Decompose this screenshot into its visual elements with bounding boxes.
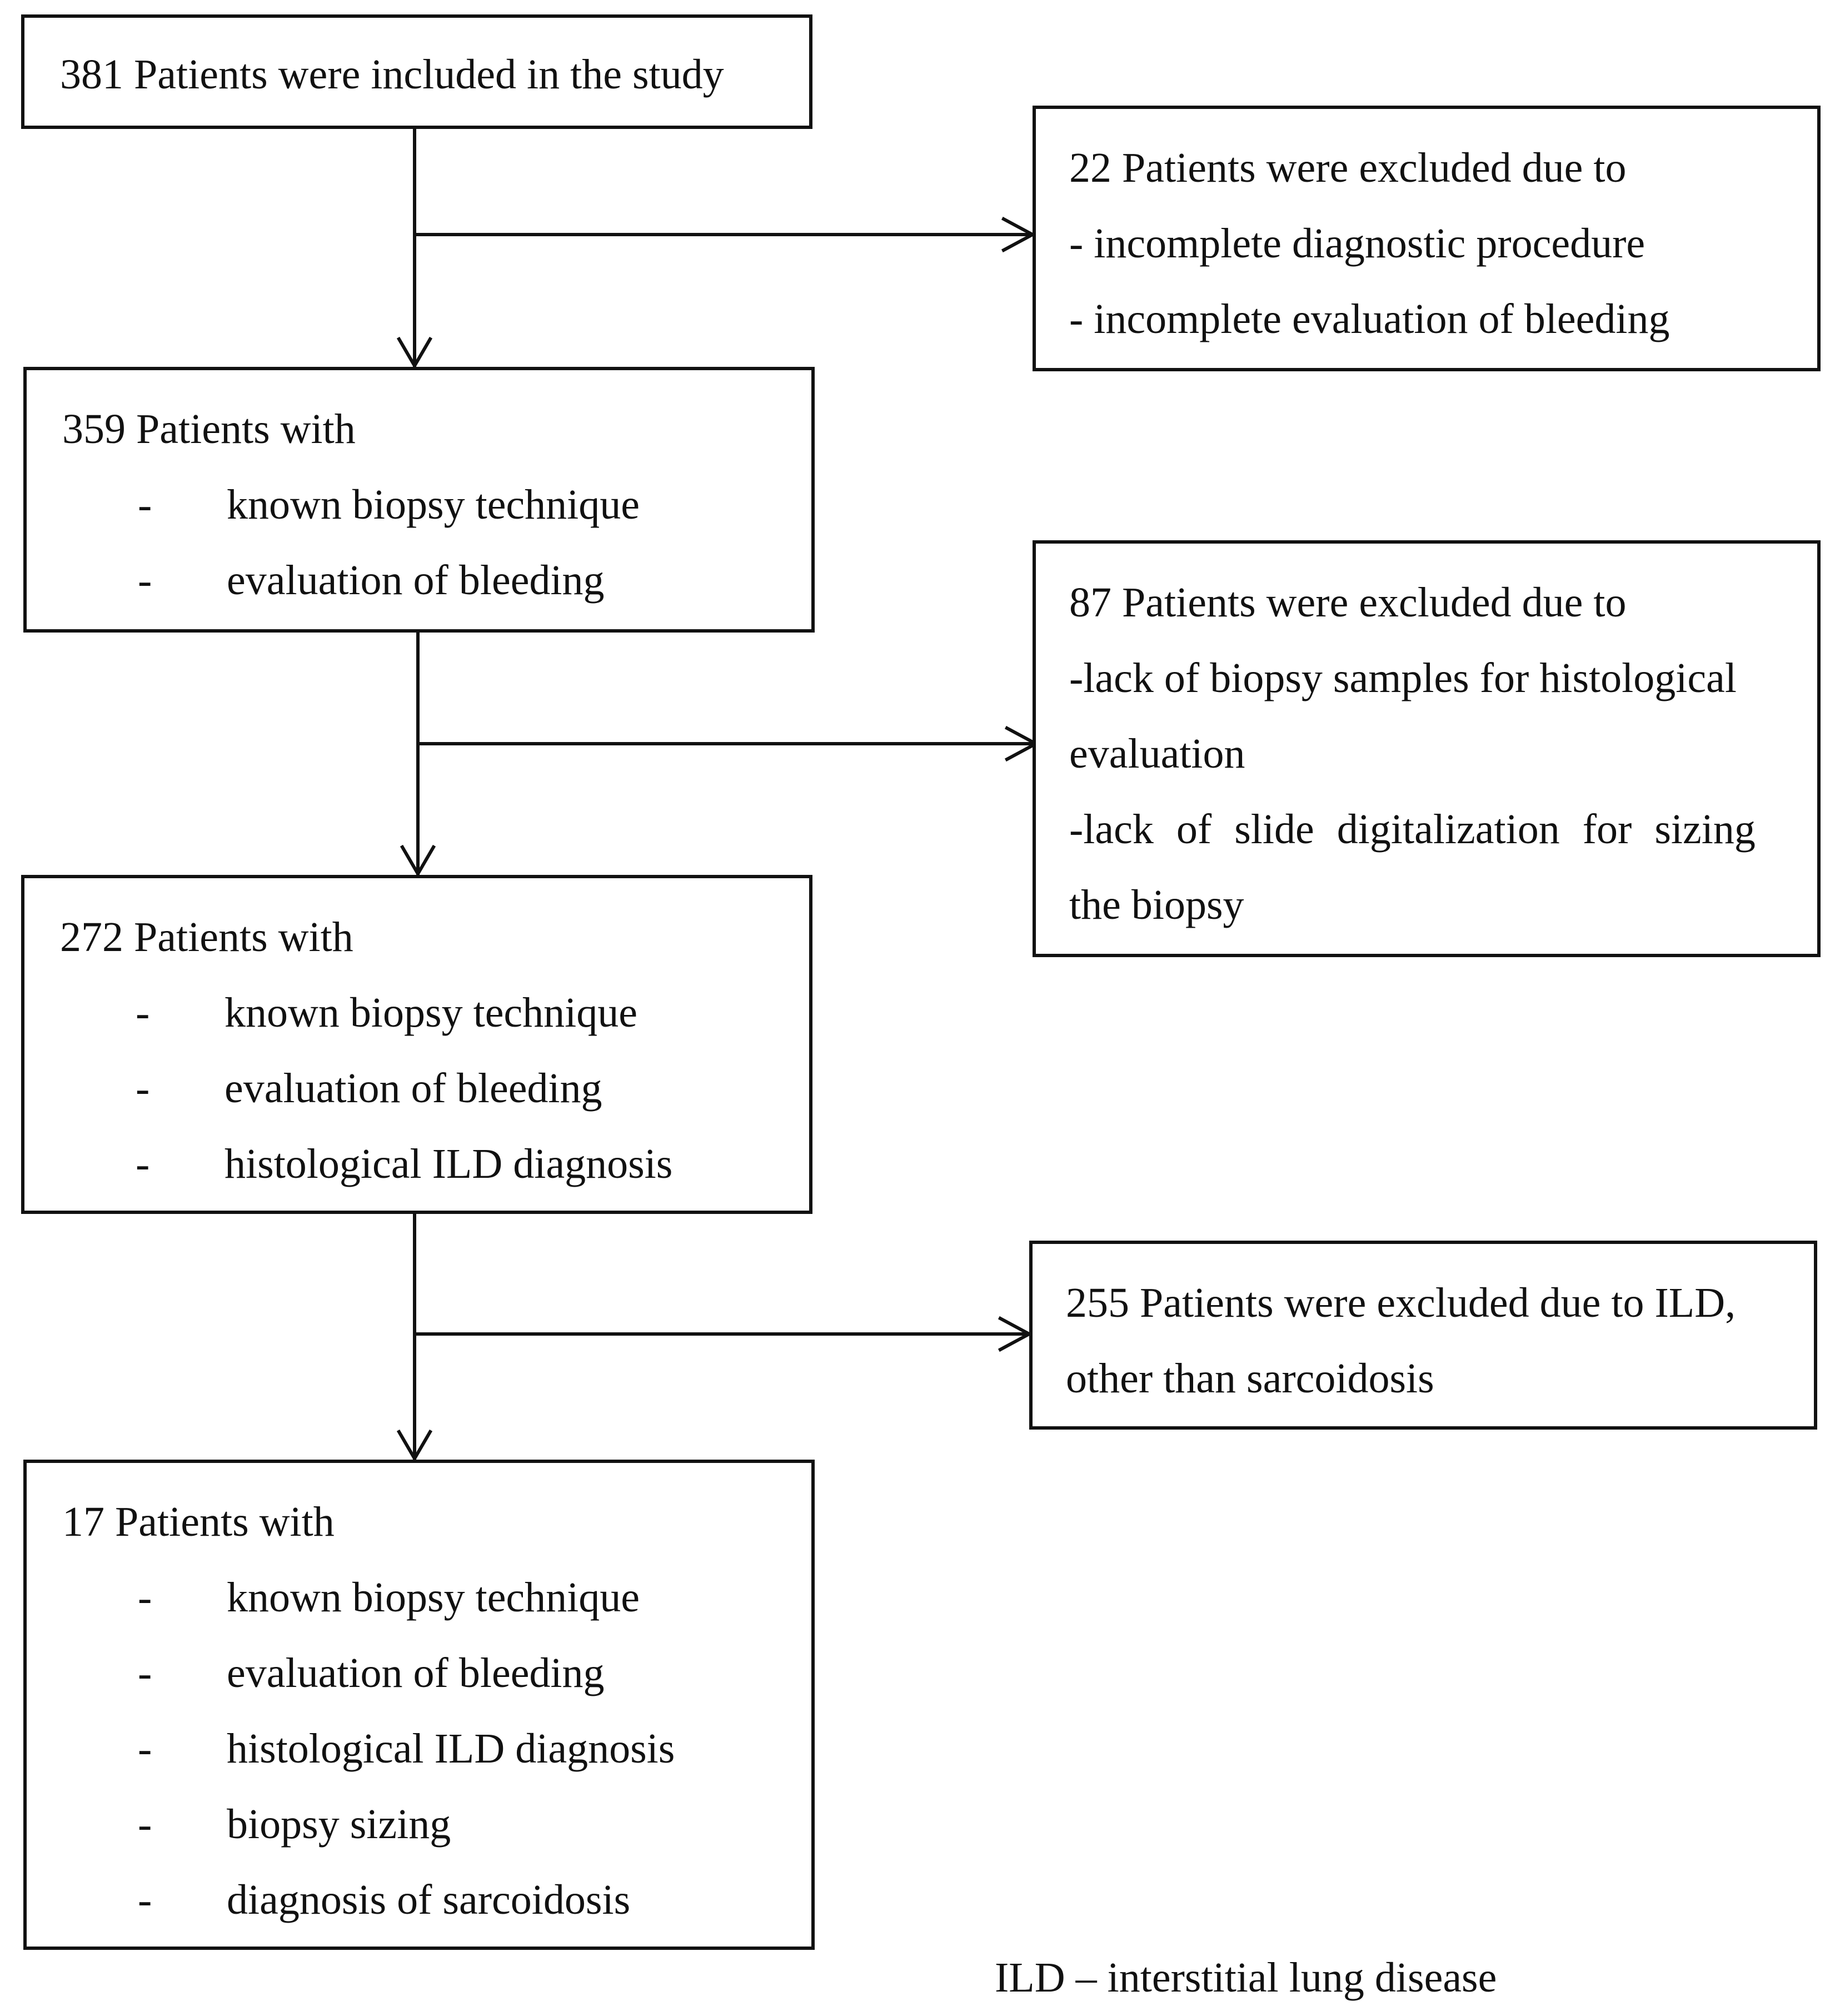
exclude1-title: 22 Patients were excluded due to [1069, 145, 1627, 191]
bullet-dash: - [138, 1801, 152, 1848]
box-17-patients: 17 Patients with - known biopsy techniqu… [23, 1460, 815, 1950]
box2-item-2-text: evaluation of bleeding [227, 557, 605, 604]
box3-title: 272 Patients with [60, 914, 353, 960]
box-included-title: 381 Patients were included in the study [60, 51, 724, 98]
bullet-dash: - [138, 557, 152, 604]
arrowhead-down-2 [400, 844, 436, 877]
bullet-dash: - [138, 481, 152, 528]
box3-item-1-text: known biopsy technique [225, 989, 638, 1036]
bullet-dash: - [136, 1065, 150, 1112]
bullet-dash: - [138, 1650, 152, 1696]
box-included: 381 Patients were included in the study [21, 14, 812, 129]
box-excluded-22: 22 Patients were excluded due to - incom… [1033, 106, 1821, 371]
bullet-dash: - [138, 1574, 152, 1621]
box4-item-5-text: diagnosis of sarcoidosis [227, 1876, 631, 1923]
box4-item-2-text: evaluation of bleeding [227, 1650, 605, 1696]
box4-title: 17 Patients with [62, 1499, 335, 1545]
abbreviation-footnote: ILD – interstitial lung disease [995, 1954, 1497, 2001]
exclude1-line-1: - incomplete diagnostic procedure [1069, 220, 1645, 267]
box3-item-2-text: evaluation of bleeding [225, 1065, 602, 1112]
exclude2-line-3: -lack of slide digitalization for sizing [1069, 806, 1756, 853]
bullet-dash: - [138, 1725, 152, 1772]
box-excluded-87: 87 Patients were excluded due to -lack o… [1033, 540, 1821, 957]
exclude1-line-2: - incomplete evaluation of bleeding [1069, 296, 1670, 342]
box-excluded-255: 255 Patients were excluded due to ILD, o… [1029, 1241, 1817, 1430]
exclude3-line-1: 255 Patients were excluded due to ILD, [1066, 1280, 1736, 1326]
box2-title: 359 Patients with [62, 406, 356, 452]
exclude2-line-4: the biopsy [1069, 882, 1244, 928]
bullet-dash: - [136, 989, 150, 1036]
box4-item-4-text: biopsy sizing [227, 1801, 451, 1848]
box4-item-1-text: known biopsy technique [227, 1574, 640, 1621]
bullet-dash: - [136, 1141, 150, 1187]
exclude2-title: 87 Patients were excluded due to [1069, 579, 1627, 626]
exclude3-line-2: other than sarcoidosis [1066, 1355, 1434, 1402]
box2-item-1-text: known biopsy technique [227, 481, 640, 528]
box4-item-3-text: histological ILD diagnosis [227, 1725, 675, 1772]
exclude2-line-2: evaluation [1069, 730, 1245, 777]
box-359-patients: 359 Patients with - known biopsy techniq… [23, 367, 815, 633]
box3-item-3-text: histological ILD diagnosis [225, 1141, 673, 1187]
arrowhead-down-3 [396, 1429, 433, 1462]
exclude2-line-1: -lack of biopsy samples for histological [1069, 655, 1737, 701]
arrowhead-down-1 [396, 336, 433, 369]
bullet-dash: - [138, 1876, 152, 1923]
box-272-patients: 272 Patients with - known biopsy techniq… [21, 875, 812, 1214]
